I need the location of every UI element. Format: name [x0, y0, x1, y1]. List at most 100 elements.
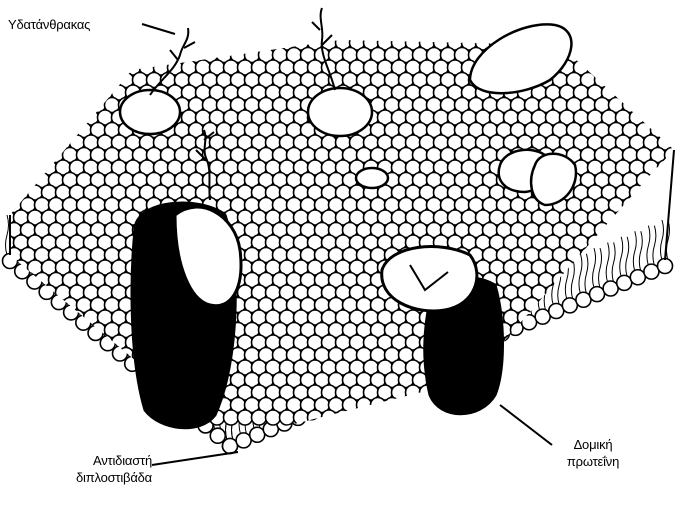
lipid-head — [511, 373, 526, 388]
lipid-head — [644, 185, 659, 200]
lipid-head — [385, 398, 400, 413]
lipid-head — [98, 360, 113, 375]
lipid-head — [112, 60, 127, 75]
lipid-head — [224, 410, 239, 425]
lipid-head — [63, 398, 78, 413]
lipid-head — [7, 148, 22, 163]
lipid-head — [623, 73, 638, 88]
lipid-head — [322, 410, 337, 425]
lipid-head — [469, 23, 484, 38]
lipid-head — [259, 23, 274, 38]
lipid-head — [21, 123, 36, 138]
lipid-head — [623, 298, 638, 313]
lipid-head — [574, 410, 589, 425]
lipid-head — [56, 35, 71, 50]
lipid-head — [588, 385, 603, 400]
lipid-head — [665, 398, 679, 413]
lipid-head — [658, 60, 673, 75]
lipid-head — [518, 360, 533, 375]
lipid-head — [549, 304, 564, 319]
lipid-head — [21, 48, 36, 63]
lipid-head — [84, 385, 99, 400]
lipid-head — [0, 73, 8, 88]
lipid-head — [595, 373, 610, 388]
label-protein: Δομική πρωτεΐνη — [548, 436, 638, 470]
lipid-head — [406, 385, 421, 400]
lipid-head — [567, 373, 582, 388]
lipid-head — [665, 298, 679, 313]
lipid-head — [672, 360, 679, 375]
lipid-head — [665, 98, 679, 113]
lipid-head — [560, 385, 575, 400]
lipid-head — [630, 410, 645, 425]
lipid-head — [28, 85, 43, 100]
lipid-head — [196, 35, 211, 50]
lipid-head — [665, 48, 679, 63]
lipid-head — [616, 60, 631, 75]
lipid-head — [399, 23, 414, 38]
lipid-head — [630, 210, 645, 225]
lipid-head — [651, 198, 666, 213]
lipid-head — [98, 385, 113, 400]
lipid-tail — [579, 254, 582, 294]
lipid-head — [581, 373, 596, 388]
lipid-head — [223, 439, 238, 454]
lipid-head — [14, 135, 29, 150]
lipid-head — [35, 48, 50, 63]
lipid-head — [581, 348, 596, 363]
lipid-head — [21, 373, 36, 388]
lipid-tail — [6, 215, 9, 255]
lipid-head — [588, 335, 603, 350]
lipid-head — [665, 73, 679, 88]
lipid-head — [35, 148, 50, 163]
lipid-head — [0, 273, 8, 288]
lipid-head — [511, 348, 526, 363]
lipid-head — [595, 348, 610, 363]
lipid-head — [105, 23, 120, 38]
label-bilayer-line1: Αντιδιαστή — [22, 452, 152, 469]
lipid-head — [42, 85, 57, 100]
lipid-head — [378, 410, 393, 425]
lipid-head — [21, 173, 36, 188]
lipid-head — [658, 410, 673, 425]
lipid-head — [672, 310, 679, 325]
lipid-head — [535, 309, 550, 324]
lipid-head — [70, 410, 85, 425]
lipid-head — [21, 348, 36, 363]
lipid-head — [609, 298, 624, 313]
lipid-head — [28, 135, 43, 150]
lipid-head — [588, 35, 603, 50]
lipid-head — [147, 48, 162, 63]
lipid-head — [665, 348, 679, 363]
lipid-head — [28, 385, 43, 400]
lipid-head — [210, 35, 225, 50]
lipid-head — [385, 23, 400, 38]
lipid-head — [637, 348, 652, 363]
lipid-head — [42, 135, 57, 150]
lipid-head — [91, 48, 106, 63]
lipid-head — [581, 323, 596, 338]
lipid-head — [224, 35, 239, 50]
lipid-head — [672, 185, 679, 200]
lipid-head — [119, 398, 134, 413]
lipid-head — [0, 148, 8, 163]
lipid-head — [245, 23, 260, 38]
lipid-head — [651, 348, 666, 363]
lipid-head — [616, 385, 631, 400]
lipid-head — [623, 323, 638, 338]
lipid-head — [77, 98, 92, 113]
lipid-head — [413, 398, 428, 413]
lipid-head — [0, 23, 8, 38]
lipid-head — [644, 385, 659, 400]
lipid-head — [539, 398, 554, 413]
lipid-head — [14, 160, 29, 175]
lipid-head — [56, 60, 71, 75]
lipid-head — [602, 360, 617, 375]
lipid-head — [7, 98, 22, 113]
label-protein-line2: πρωτεΐνη — [548, 453, 638, 470]
lipid-head — [63, 123, 78, 138]
lipid-tail — [585, 254, 588, 294]
lipid-head — [35, 398, 50, 413]
lipid-head — [0, 135, 15, 150]
